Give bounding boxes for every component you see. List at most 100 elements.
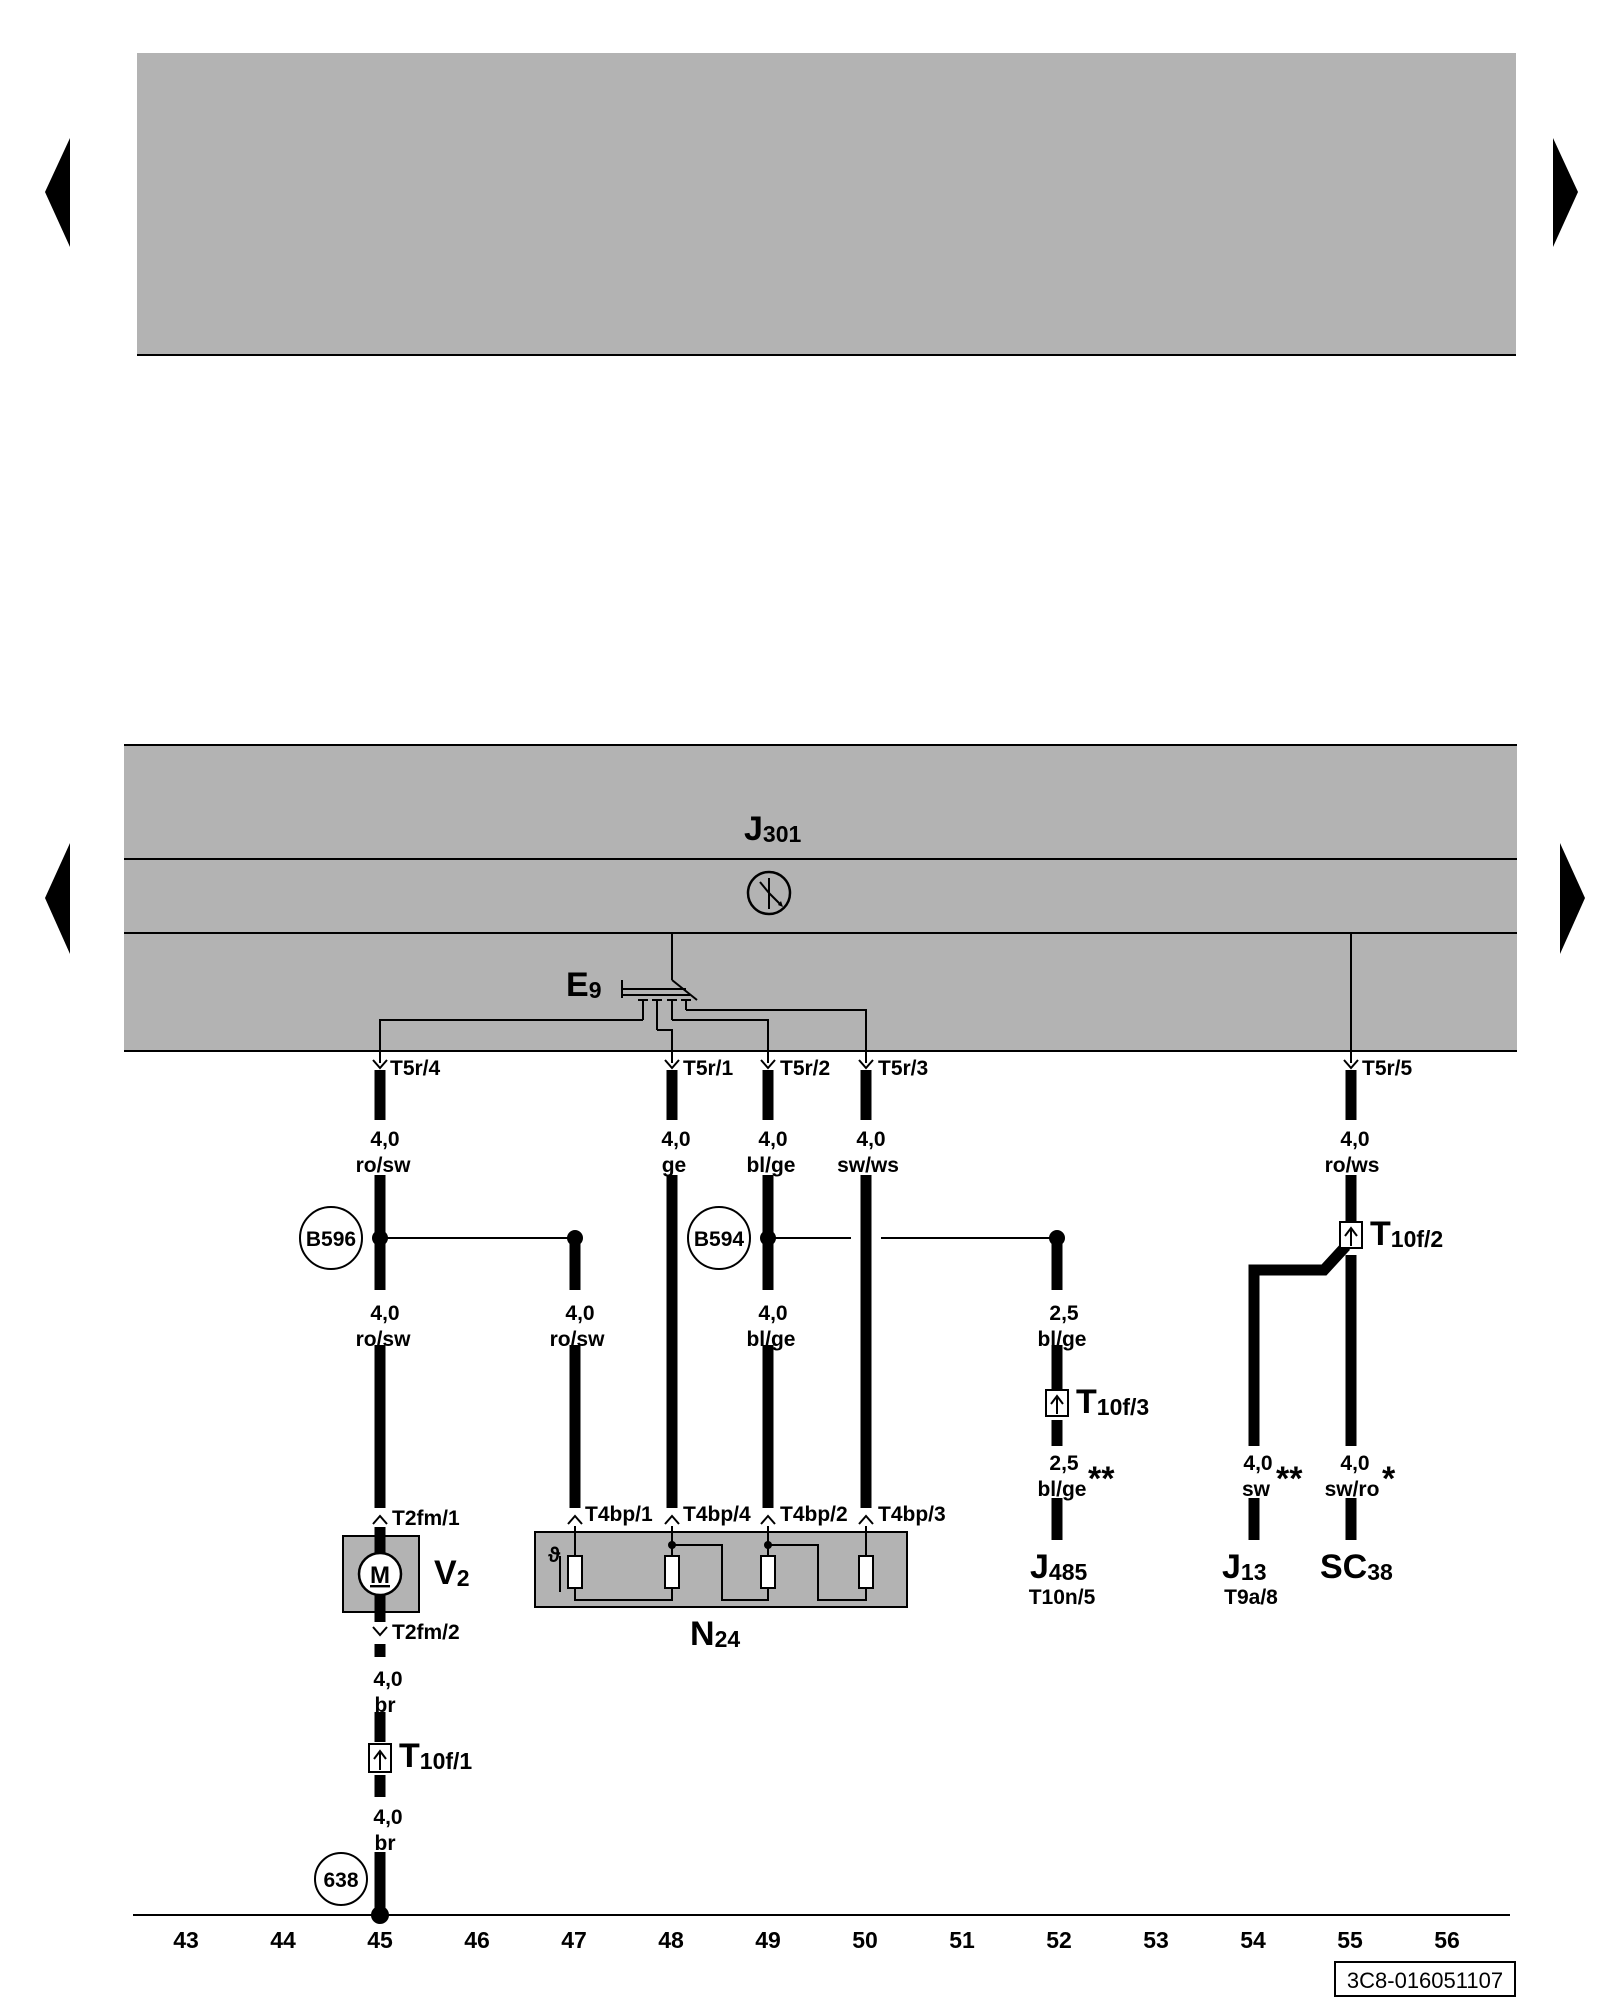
j485-pin: T10n/5 [1029,1586,1096,1609]
scale-number: 52 [1046,1927,1072,1953]
scale-number: 47 [561,1927,587,1953]
svg-text:638: 638 [323,1869,358,1892]
e9-internal-wiring [379,933,1352,1063]
scale-number: 46 [464,1927,490,1953]
scale-number: 44 [270,1927,296,1953]
svg-text:4,0: 4,0 [856,1128,885,1151]
scale-number: 56 [1434,1927,1460,1953]
n24-label: N24 [690,1615,740,1653]
scale-number: 53 [1143,1927,1169,1953]
svg-text:4,0: 4,0 [758,1302,787,1325]
e9-label: E9 [566,966,601,1004]
note-w52b: ** [1088,1460,1115,1498]
svg-text:ge: ge [662,1154,687,1177]
svg-text:4,0: 4,0 [758,1128,787,1151]
ground-638: 638 [314,1852,368,1906]
t10f-3-label: T10f/3 [1076,1383,1149,1421]
svg-text:bl/ge: bl/ge [1037,1478,1086,1501]
thermo-icon: ϑ [548,1544,561,1567]
svg-text:B596: B596 [306,1228,356,1251]
scale-number: 49 [755,1927,781,1953]
t10f-2-connector-icon [1339,1221,1363,1249]
scale-number: 48 [658,1927,684,1953]
conn-t5r4: T5r/4 [390,1057,441,1080]
svg-text:4,0: 4,0 [373,1668,402,1691]
scale-number: 50 [852,1927,878,1953]
next-page-arrow-mid[interactable] [1560,843,1585,954]
t10f-1-connector-icon [368,1743,392,1773]
scale-numbers: 43 44 45 46 47 48 49 50 51 52 53 54 55 56 [173,1927,1460,1953]
conn-t5r1: T5r/1 [683,1057,734,1080]
conn-t4bp2: T4bp/2 [780,1503,848,1526]
svg-text:bl/ge: bl/ge [1037,1328,1086,1351]
svg-text:B594: B594 [694,1228,745,1251]
top-panel [137,53,1516,355]
conn-t2fm2: T2fm/2 [392,1621,460,1644]
control-unit-panel [124,745,1517,1051]
next-page-arrow-top[interactable] [1553,138,1578,247]
ground-b596: B596 [299,1206,363,1270]
n24-node-48 [668,1541,676,1549]
svg-text:4,0: 4,0 [1340,1128,1369,1151]
t10f-3-connector-icon [1045,1389,1069,1417]
n24-node-49 [764,1541,772,1549]
svg-text:br: br [375,1694,396,1717]
conn-t4bp4: T4bp/4 [683,1503,751,1526]
j301-label: J301 [744,810,802,848]
junction-dots [371,1230,1065,1924]
prev-page-arrow-top[interactable] [45,138,70,247]
svg-text:4,0: 4,0 [565,1302,594,1325]
svg-text:bl/ge: bl/ge [746,1154,795,1177]
t10f-1-label: T10f/1 [399,1737,472,1775]
j485-label: J485 [1030,1548,1088,1586]
j13-pin: T9a/8 [1224,1586,1278,1609]
scale-number: 51 [949,1927,975,1953]
ground-b594: B594 [687,1206,751,1270]
v2-label: V2 [434,1554,469,1592]
sc38-label: SC38 [1320,1548,1393,1586]
motor-icon: M [357,1551,403,1597]
conn-t2fm1: T2fm/1 [392,1507,460,1530]
j13-label: J13 [1222,1548,1267,1586]
conn-t5r5: T5r/5 [1362,1057,1413,1080]
prev-page-arrow-mid[interactable] [45,843,70,954]
note-w55b: * [1382,1460,1396,1498]
svg-text:4,0: 4,0 [370,1128,399,1151]
svg-text:ro/sw: ro/sw [550,1328,606,1351]
conn-t4bp1: T4bp/1 [585,1503,653,1526]
svg-text:4,0: 4,0 [373,1806,402,1829]
svg-text:4,0: 4,0 [661,1128,690,1151]
svg-text:ro/sw: ro/sw [356,1328,412,1351]
connector-arrows [372,1059,1359,1070]
conn-t5r2: T5r/2 [780,1057,830,1080]
svg-text:sw/ro: sw/ro [1325,1478,1380,1501]
svg-text:ro/ws: ro/ws [1325,1154,1380,1177]
note-w54: ** [1276,1460,1303,1498]
e9-switch-icon [621,933,698,1030]
svg-text:br: br [375,1832,396,1855]
doc-ref-box [1334,1961,1516,1997]
svg-text:M: M [370,1562,390,1589]
svg-text:sw/ws: sw/ws [837,1154,899,1177]
svg-text:4,0: 4,0 [1340,1452,1369,1475]
svg-text:ro/sw: ro/sw [356,1154,412,1177]
svg-text:bl/ge: bl/ge [746,1328,795,1351]
svg-text:2,5: 2,5 [1049,1302,1079,1325]
scale-number: 54 [1240,1927,1266,1953]
svg-text:2,5: 2,5 [1049,1452,1079,1475]
t10f-2-label: T10f/2 [1370,1215,1443,1253]
svg-text:4,0: 4,0 [370,1302,399,1325]
fan-symbol-icon [746,870,792,916]
conn-t5r3: T5r/3 [878,1057,928,1080]
wire-labels: 4,0 ro/sw 4,0 ro/sw 4,0 ro/sw 4,0 ge 4,0… [356,1128,1380,1855]
scale-number: 43 [173,1927,199,1953]
svg-text:sw: sw [1242,1478,1271,1501]
conn-t4bp3: T4bp/3 [878,1503,946,1526]
connector-up-arrows [372,1514,874,1637]
thick-wires [374,1070,1357,1915]
svg-text:4,0: 4,0 [1243,1452,1272,1475]
scale-number: 55 [1337,1927,1363,1953]
doc-ref: 3C8-016051107 [1347,1968,1503,1993]
scale-number: 45 [367,1927,393,1953]
